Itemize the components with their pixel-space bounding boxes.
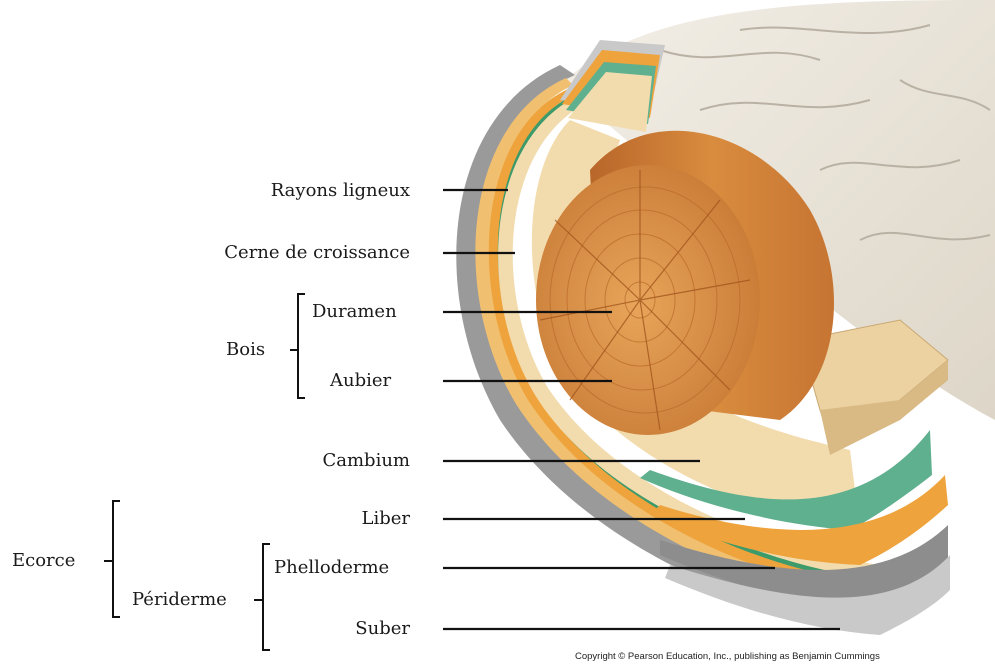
label-cerne-de-croissance: Cerne de croissance: [150, 244, 410, 262]
bracket-bois: [290, 294, 305, 398]
copyright-notice: Copyright © Pearson Education, Inc., pub…: [575, 651, 880, 662]
label-aubier: Aubier: [330, 372, 391, 390]
label-rayons-ligneux: Rayons ligneux: [182, 182, 410, 200]
label-suber: Suber: [220, 620, 410, 638]
label-cambium: Cambium: [220, 452, 410, 470]
label-bois: Bois: [226, 341, 265, 359]
label-phelloderme: Phelloderme: [274, 559, 389, 577]
label-ecorce: Ecorce: [12, 552, 75, 570]
label-liber: Liber: [220, 510, 410, 528]
bracket-ecorce: [104, 501, 120, 617]
label-periderme: Périderme: [132, 591, 227, 609]
label-duramen: Duramen: [312, 303, 397, 321]
